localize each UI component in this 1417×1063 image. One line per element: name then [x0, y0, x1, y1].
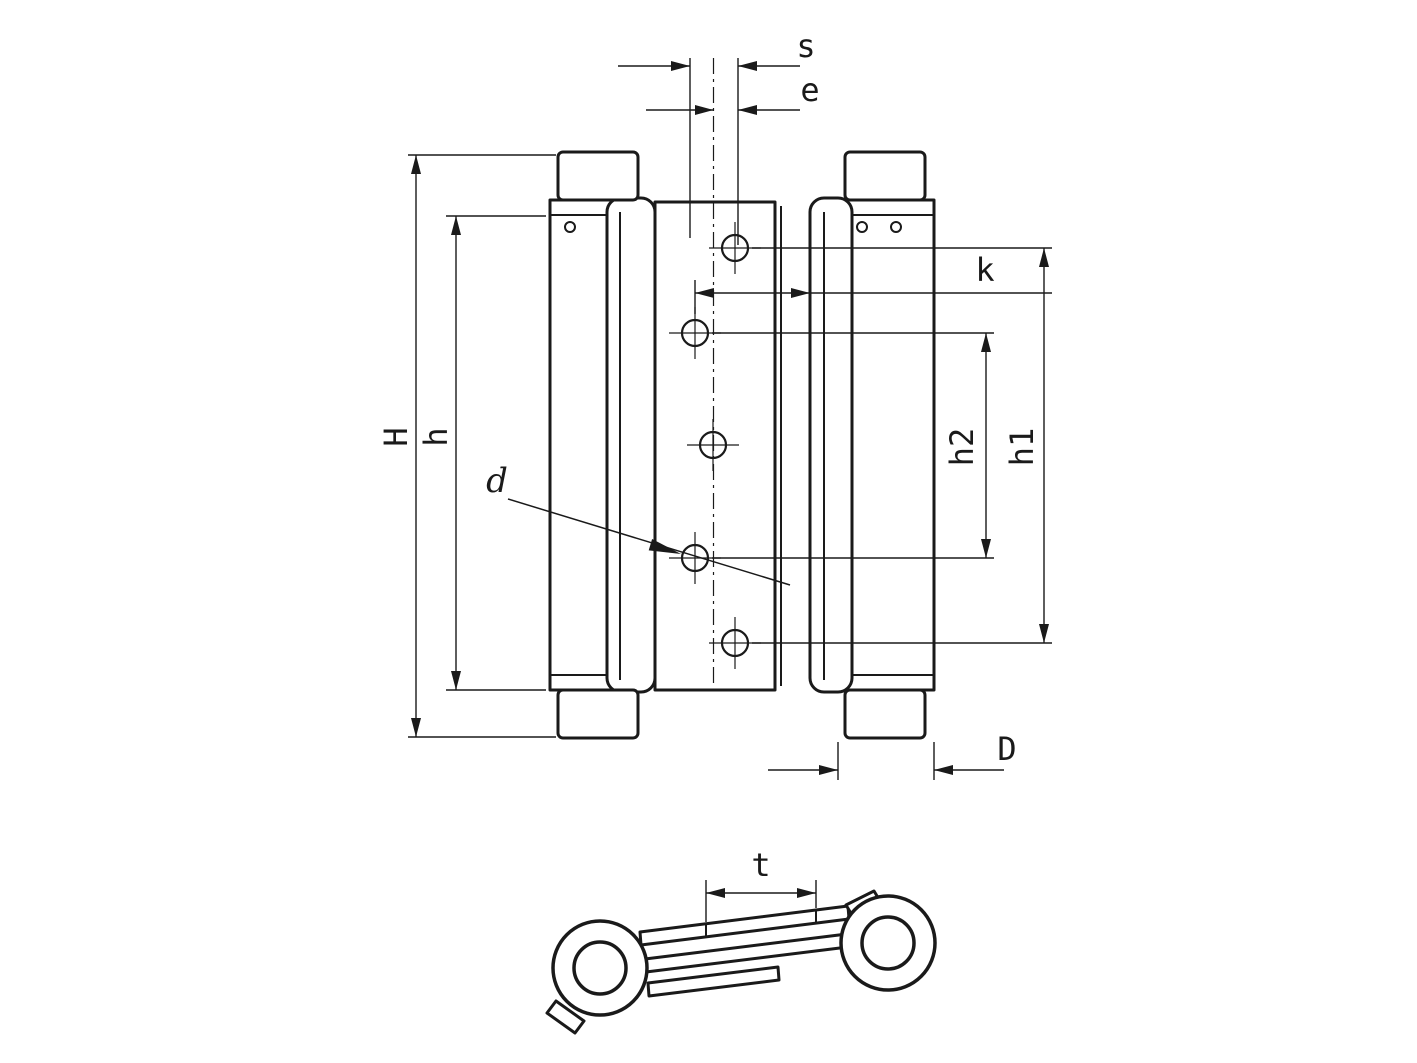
left-leaf-edge [605, 196, 657, 694]
dim-d-arrow [648, 539, 681, 554]
dim-t: t [705, 846, 817, 922]
dim-k: k [694, 251, 1052, 314]
dim-H-extensions [408, 154, 556, 738]
left-eye-inner [572, 940, 628, 996]
dim-D-label: D [997, 730, 1016, 768]
dim-e: e [646, 71, 820, 115]
dim-h2-label: h2 [943, 428, 981, 467]
leaf-strip-lower [646, 965, 781, 998]
dim-H: H [377, 154, 556, 738]
left-top-cap [556, 150, 640, 202]
dim-d: d [486, 461, 791, 586]
dim-h-label: h [417, 427, 455, 446]
dim-e-arrow-left [695, 105, 714, 115]
dim-d-leader [507, 498, 791, 586]
left-bottom-cap [556, 688, 640, 740]
left-leaf-tab [545, 999, 586, 1035]
dim-t-extensions [705, 880, 817, 922]
left-barrel-assembly [548, 150, 657, 740]
dim-h1-label: h1 [1003, 428, 1041, 467]
dim-D: D [768, 730, 1017, 780]
dim-H-arrow-top [411, 155, 421, 174]
dim-e-label: e [800, 71, 819, 109]
dim-t-arrow-right [797, 888, 816, 898]
left-screw-hole [564, 221, 576, 233]
dim-D-arrow-right [934, 765, 953, 775]
dim-k-label: k [975, 251, 994, 289]
dim-h2: h2 [712, 332, 994, 559]
dim-d-label: d [486, 461, 508, 501]
dim-h: h [417, 215, 546, 691]
dim-k-arrow-left [695, 288, 714, 298]
dim-e-arrow-right [738, 105, 757, 115]
dim-D-arrow-left [819, 765, 838, 775]
dim-t-arrow-left [706, 888, 725, 898]
top-view [545, 889, 937, 1035]
right-screw-hole-2 [890, 221, 902, 233]
right-screw-hole-1 [856, 221, 868, 233]
dim-H-arrow-bottom [411, 718, 421, 737]
right-leaf-edge [808, 196, 854, 694]
dim-h1: h1 [752, 247, 1052, 644]
right-eye-inner [860, 915, 916, 971]
dim-s-arrow-right [738, 61, 757, 71]
right-bottom-cap [843, 688, 927, 740]
dim-h1-extensions [752, 247, 1052, 644]
front-view [548, 58, 936, 740]
dim-h2-extensions [712, 332, 994, 559]
right-barrel-assembly [808, 150, 936, 740]
dimensions: s e H h [377, 27, 1052, 922]
dim-h1-arrow-top [1039, 248, 1049, 267]
dim-h2-arrow-bottom [981, 539, 991, 558]
dim-h2-arrow-top [981, 333, 991, 352]
dim-s-arrow-left [671, 61, 690, 71]
dim-t-label: t [751, 846, 770, 884]
dim-D-extensions [837, 742, 935, 780]
dim-h-arrow-top [451, 216, 461, 235]
dim-h-extensions [446, 215, 546, 691]
dim-s-label: s [796, 27, 815, 65]
dim-H-label: H [377, 427, 415, 446]
dim-h1-arrow-bottom [1039, 624, 1049, 643]
dim-s: s [618, 27, 816, 71]
dim-h-arrow-bottom [451, 671, 461, 690]
dim-k-arrow-right [791, 288, 810, 298]
right-top-cap [843, 150, 927, 202]
